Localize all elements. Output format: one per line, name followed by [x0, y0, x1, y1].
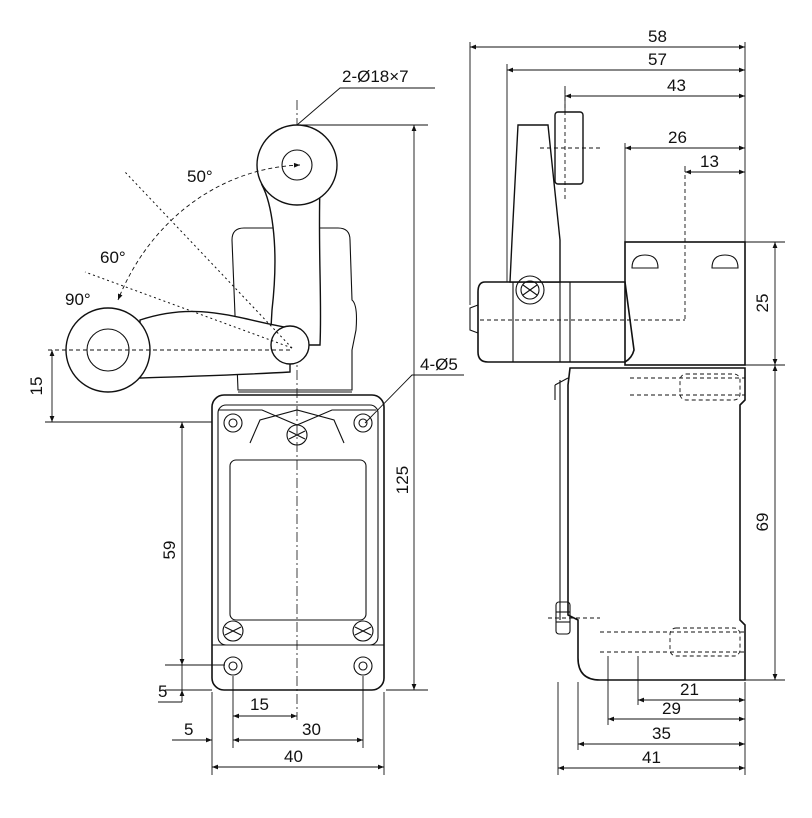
- angle-arc: [117, 162, 301, 301]
- angle-60-label: 60°: [100, 248, 126, 267]
- mount-hole-br: [353, 656, 373, 676]
- dim-43: 43: [667, 76, 686, 95]
- cover-screw-top: [286, 424, 308, 446]
- angle-90-label: 90°: [65, 290, 91, 309]
- lever-side: [509, 124, 561, 283]
- top-screw-left: [631, 254, 659, 269]
- dim-15-left: 15: [27, 377, 46, 396]
- window: [229, 459, 367, 621]
- roller-spec-leader: [296, 87, 435, 126]
- side-body: [567, 367, 746, 681]
- dim-40: 40: [284, 747, 303, 766]
- dim-25: 25: [753, 294, 772, 313]
- dim-57: 57: [648, 50, 667, 69]
- front-view: 2-Ø18×7 4-Ø5 50° 60° 90° 15 59 125 5 15 …: [27, 67, 464, 775]
- dim-125: 125: [393, 466, 412, 494]
- cover-notch: [249, 409, 345, 444]
- cover-screw-right: [352, 620, 374, 642]
- dim-41: 41: [642, 748, 661, 767]
- head-block: [477, 281, 635, 363]
- dim-13: 13: [700, 152, 719, 171]
- dim-29: 29: [662, 699, 681, 718]
- cover-screw-left: [222, 620, 244, 642]
- dim-30: 30: [302, 720, 321, 739]
- mount-hole-tr: [353, 413, 373, 433]
- dim-59: 59: [160, 541, 179, 560]
- dim-15-bottom: 15: [250, 695, 269, 714]
- dim-35: 35: [652, 724, 671, 743]
- angle-50-label: 50°: [187, 167, 213, 186]
- roller-spec-label: 2-Ø18×7: [342, 67, 409, 86]
- dim-26: 26: [668, 128, 687, 147]
- lever-arm-upper: [260, 184, 322, 346]
- mount-hole-bl: [223, 656, 243, 676]
- dim-5-left: 5: [158, 682, 167, 701]
- side-view: 58 57 43 26 13 25 69 21 29 35 41: [469, 27, 785, 775]
- dim-69: 69: [753, 513, 772, 532]
- dim-21: 21: [680, 680, 699, 699]
- mount-holes-label: 4-Ø5: [420, 355, 458, 374]
- dim-58: 58: [648, 27, 667, 46]
- pivot-screw: [515, 275, 545, 305]
- pivot-boss: [270, 325, 310, 365]
- top-screw-right: [711, 254, 739, 269]
- side-screw: [548, 601, 600, 635]
- switch-body: [211, 394, 385, 691]
- cover-outline: [217, 404, 379, 646]
- lever-arm-left: [139, 310, 291, 379]
- dim-5-bottom: 5: [184, 720, 193, 739]
- mount-hole-tl: [223, 413, 243, 433]
- mount-holes-leader: [364, 374, 464, 424]
- angle-line-60: [84, 271, 293, 349]
- plug: [469, 304, 479, 334]
